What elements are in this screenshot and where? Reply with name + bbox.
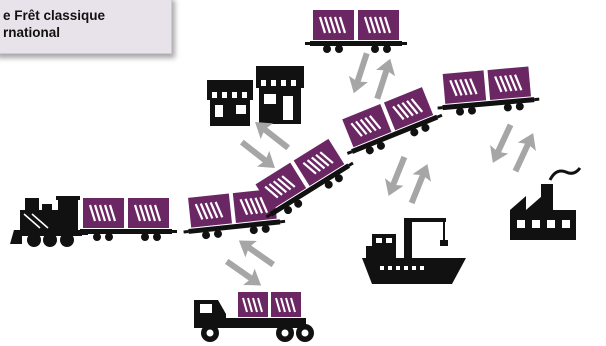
freight-wagon-icon xyxy=(435,66,540,118)
cargo-ship-icon xyxy=(362,218,466,284)
freight-wagon-icon xyxy=(75,198,177,241)
factory-icon xyxy=(510,168,580,240)
freight-wagon-icon xyxy=(305,10,407,53)
freight-wagon-icon xyxy=(335,84,446,162)
shop-icon xyxy=(207,66,304,126)
exchange-arrow-icon xyxy=(379,151,436,208)
truck-icon xyxy=(194,292,314,342)
locomotive-icon xyxy=(10,196,88,247)
exchange-arrow-icon xyxy=(344,48,399,103)
exchange-arrow-icon xyxy=(484,119,542,177)
exchange-arrow-icon xyxy=(219,232,280,293)
